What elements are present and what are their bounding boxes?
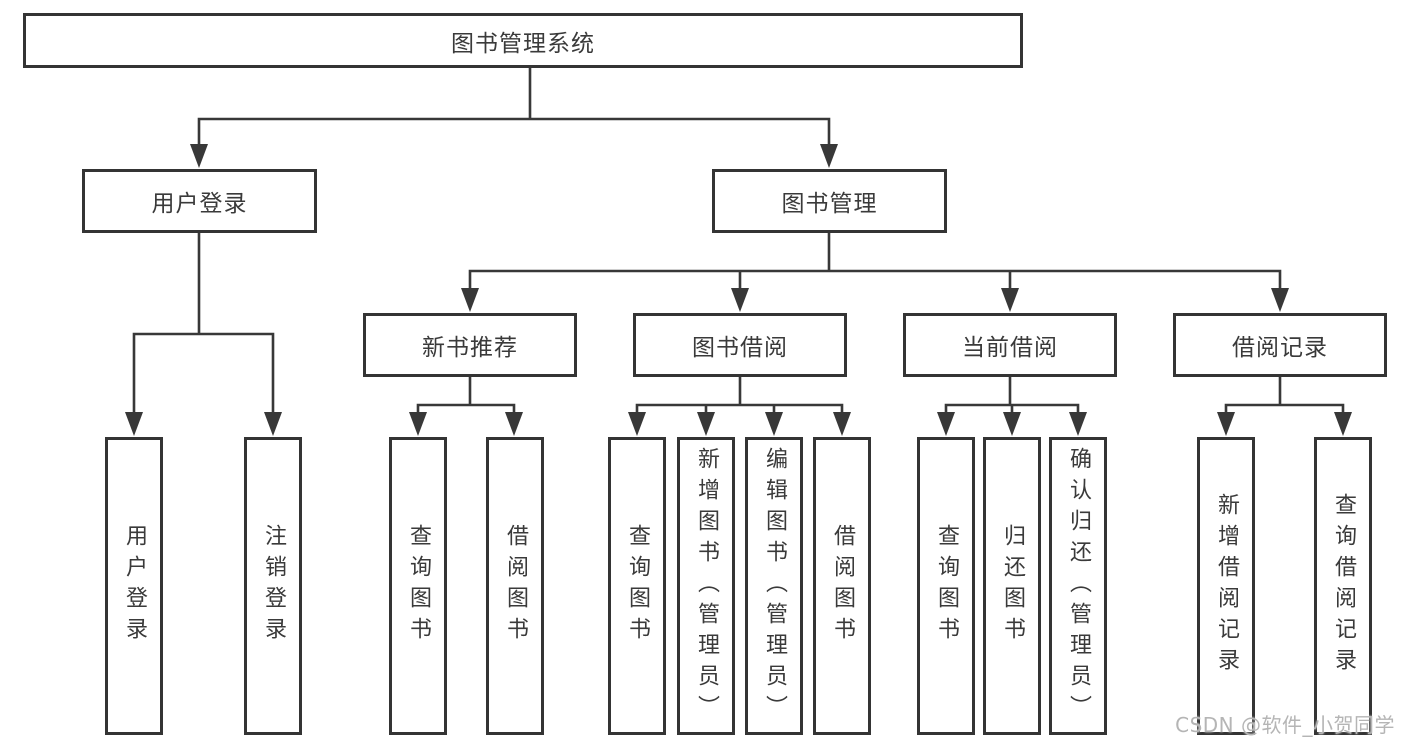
arrowheads <box>125 144 1352 436</box>
leaf-confirm-return-admin-label: 确认归还（管理员） <box>1066 446 1091 726</box>
leaf-query-book-recommend-label: 查询图书 <box>406 524 431 648</box>
leaf-return-book: 归还图书 <box>983 437 1041 735</box>
node-user-login: 用户登录 <box>82 169 317 233</box>
leaf-confirm-return-admin: 确认归还（管理员） <box>1049 437 1107 735</box>
csdn-watermark: CSDN @软件_小贺同学 <box>1175 713 1395 737</box>
leaf-user-login-label: 用户登录 <box>122 524 147 648</box>
node-new-book-recommend: 新书推荐 <box>363 313 577 377</box>
leaf-query-borrow-record: 查询借阅记录 <box>1314 437 1372 735</box>
leaf-borrow-book: 借阅图书 <box>813 437 871 735</box>
node-book-borrow-label: 图书借阅 <box>692 335 788 361</box>
node-borrow-records-label: 借阅记录 <box>1232 335 1328 361</box>
leaf-query-book-borrow-label: 查询图书 <box>625 524 650 648</box>
leaf-add-borrow-record-label: 新增借阅记录 <box>1214 493 1239 679</box>
node-current-borrow: 当前借阅 <box>903 313 1117 377</box>
leaf-add-borrow-record: 新增借阅记录 <box>1197 437 1255 735</box>
leaf-borrow-book-label: 借阅图书 <box>830 524 855 648</box>
node-root-system: 图书管理系统 <box>23 13 1023 68</box>
leaf-query-book-recommend: 查询图书 <box>389 437 447 735</box>
leaf-edit-book-admin-label: 编辑图书（管理员） <box>762 446 787 726</box>
leaf-return-book-label: 归还图书 <box>1000 524 1025 648</box>
leaf-query-book-current-label: 查询图书 <box>934 524 959 648</box>
leaf-query-book-borrow: 查询图书 <box>608 437 666 735</box>
leaf-query-book-current: 查询图书 <box>917 437 975 735</box>
leaf-user-login: 用户登录 <box>105 437 163 735</box>
node-book-borrow: 图书借阅 <box>633 313 847 377</box>
node-new-book-recommend-label: 新书推荐 <box>422 335 518 361</box>
leaf-add-book-admin-label: 新增图书（管理员） <box>694 446 719 726</box>
leaf-logout-label: 注销登录 <box>261 524 286 648</box>
leaf-logout: 注销登录 <box>244 437 302 735</box>
leaf-query-borrow-record-label: 查询借阅记录 <box>1331 493 1356 679</box>
node-book-management-label: 图书管理 <box>781 191 878 217</box>
node-book-management: 图书管理 <box>712 169 947 233</box>
leaf-borrow-book-recommend: 借阅图书 <box>486 437 544 735</box>
node-current-borrow-label: 当前借阅 <box>962 335 1058 361</box>
node-root-label: 图书管理系统 <box>451 30 595 57</box>
leaf-edit-book-admin: 编辑图书（管理员） <box>745 437 803 735</box>
node-borrow-records: 借阅记录 <box>1173 313 1387 377</box>
node-user-login-label: 用户登录 <box>151 191 248 217</box>
leaf-borrow-book-recommend-label: 借阅图书 <box>503 524 528 648</box>
leaf-add-book-admin: 新增图书（管理员） <box>677 437 735 735</box>
